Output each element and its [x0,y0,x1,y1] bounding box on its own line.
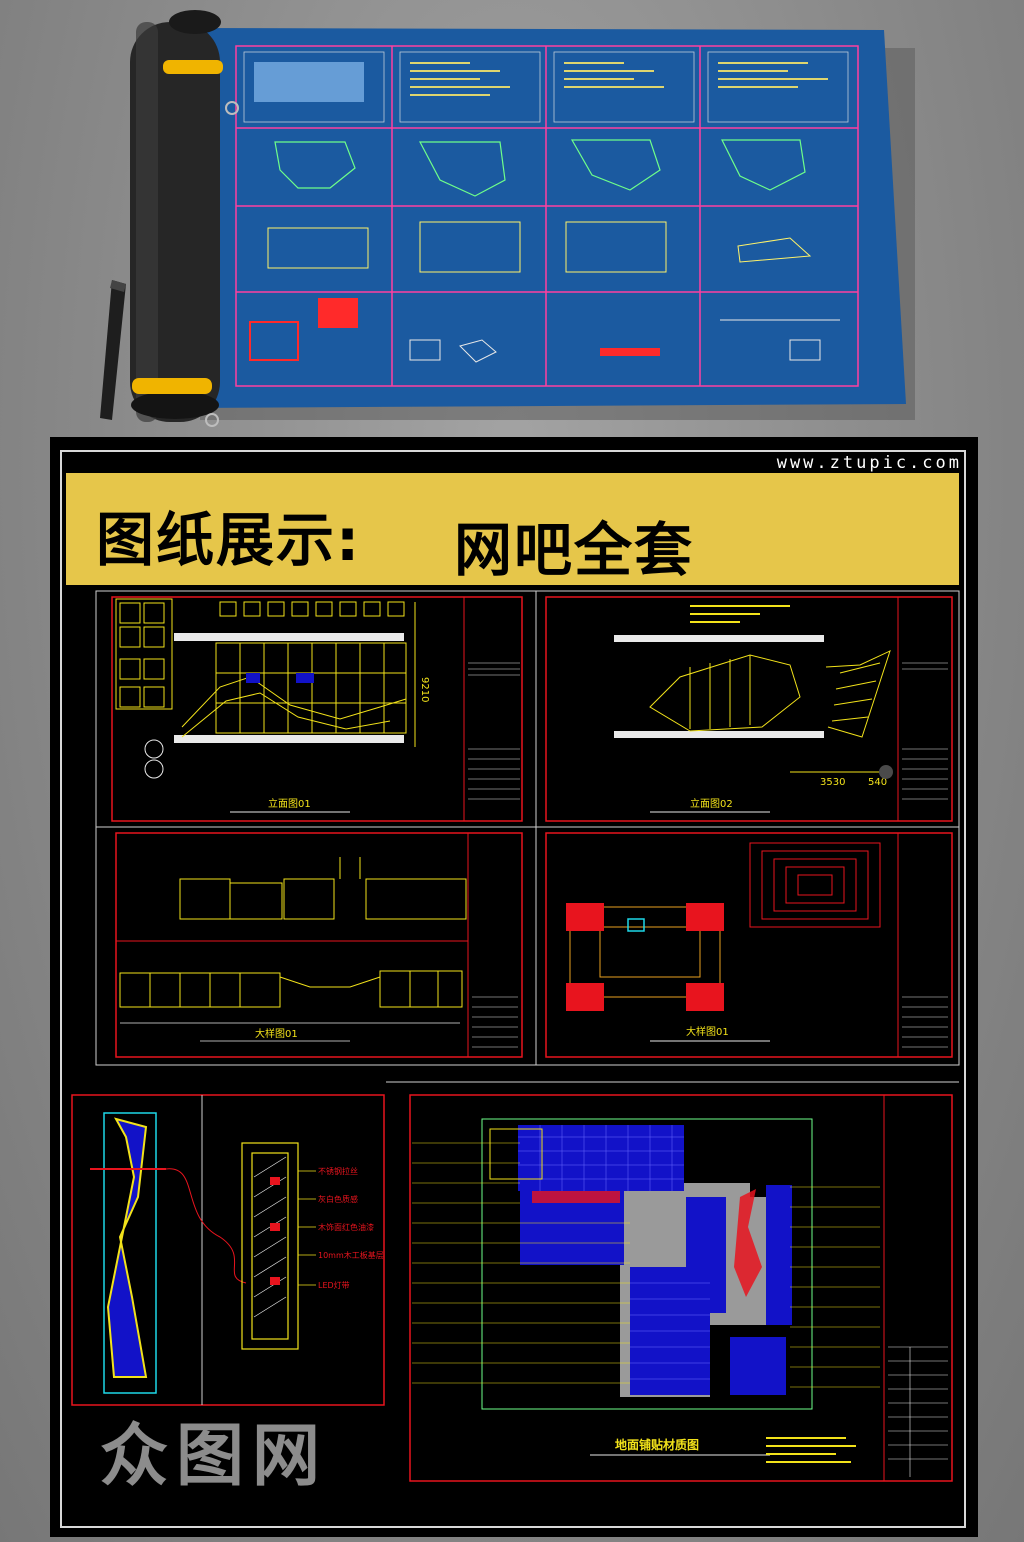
cad-sheets: 9210 立面图01 [71,590,960,1482]
banner-title: 网吧全套 [454,516,695,584]
sheet-elevation-02: 3530 540 立面图02 [545,596,953,822]
elevation-01-title: 立面图01 [268,797,311,810]
sheet-large-detail-01: 大样图01 [115,832,523,1058]
detail-note-3: 木饰面红色油漆 [318,1222,374,1232]
banner-label: 图纸展示: [96,506,362,574]
title-banner: 图纸展示: 网吧全套 [66,473,959,585]
elevation-02-title: 立面图02 [690,797,733,810]
panel-frame [60,450,966,1528]
detail-note-5: LED灯带 [318,1280,350,1290]
large-detail-01-title: 大样图01 [255,1027,298,1040]
dim-3530: 3530 [820,777,845,788]
sheet-floor-material-plan: 地面铺贴材质图 [409,1094,953,1482]
sheet-section-detail: 不锈钢拉丝 灰白色质感 木饰面红色油漆 10mm木工板基层 LED灯带 [71,1094,385,1406]
dim-9210: 9210 [419,677,430,702]
dim-540: 540 [868,777,887,788]
large-detail-02-title: 大样图01 [686,1025,729,1038]
drawing-showcase-panel: www.ztupic.com 图纸展示: 网吧全套 [50,437,978,1537]
website-label: www.ztupic.com [776,453,962,473]
blueprint-scroll-illustration [100,10,915,427]
sheet-elevation-01: 9210 立面图01 [111,596,523,822]
detail-note-1: 不锈钢拉丝 [318,1166,358,1176]
floor-plan-title: 地面铺贴材质图 [615,1437,699,1452]
detail-note-4: 10mm木工板基层 [318,1250,384,1260]
sheet-large-detail-02: 大样图01 [545,832,953,1058]
watermark-logo: 众图网 [100,1417,329,1496]
detail-note-2: 灰白色质感 [318,1194,358,1204]
